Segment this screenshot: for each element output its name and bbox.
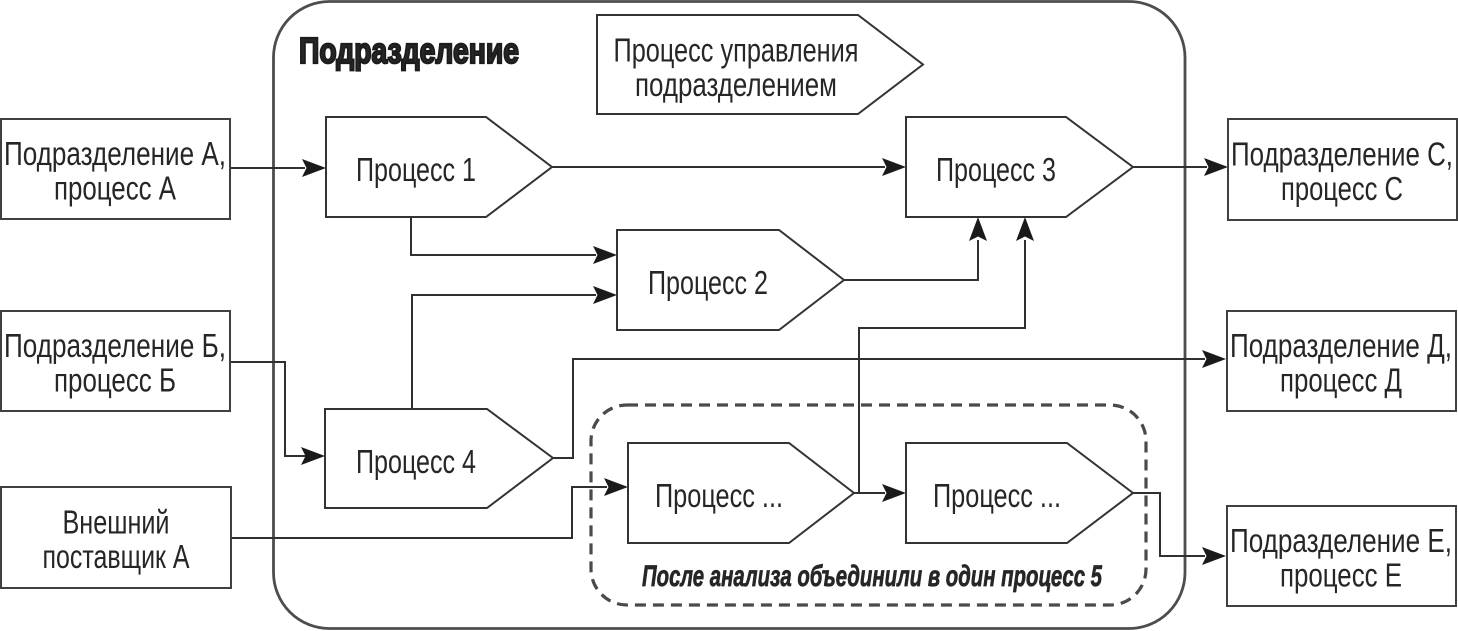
svg-text:Подразделение С,: Подразделение С, — [1231, 136, 1453, 173]
svg-text:Процесс управления: Процесс управления — [614, 32, 859, 69]
svg-text:процесс Б: процесс Б — [54, 362, 176, 399]
svg-text:Процесс ...: Процесс ... — [655, 477, 783, 514]
svg-text:процесс Е: процесс Е — [1280, 557, 1402, 594]
svg-text:Подразделение Д,: Подразделение Д, — [1230, 327, 1452, 364]
svg-text:Подразделение: Подразделение — [299, 30, 519, 71]
svg-text:процесс А: процесс А — [54, 170, 176, 207]
svg-text:процесс С: процесс С — [1281, 170, 1403, 207]
svg-text:Процесс 4: Процесс 4 — [356, 443, 476, 480]
svg-text:Процесс ...: Процесс ... — [933, 477, 1061, 514]
svg-text:Подразделение А,: Подразделение А, — [4, 135, 226, 172]
svg-text:Процесс 1: Процесс 1 — [356, 151, 476, 188]
svg-text:Процесс 2: Процесс 2 — [648, 264, 768, 301]
svg-text:Процесс 3: Процесс 3 — [936, 151, 1056, 188]
svg-text:После анализа объединили в оди: После анализа объединили в один процесс … — [642, 560, 1103, 593]
svg-text:Подразделение Б,: Подразделение Б, — [4, 327, 226, 364]
svg-text:процесс Д: процесс Д — [1280, 362, 1402, 399]
svg-text:поставщик А: поставщик А — [43, 538, 190, 575]
svg-text:Внешний: Внешний — [63, 504, 170, 541]
svg-text:Подразделение Е,: Подразделение Е, — [1230, 522, 1452, 559]
svg-text:подразделением: подразделением — [635, 66, 837, 103]
